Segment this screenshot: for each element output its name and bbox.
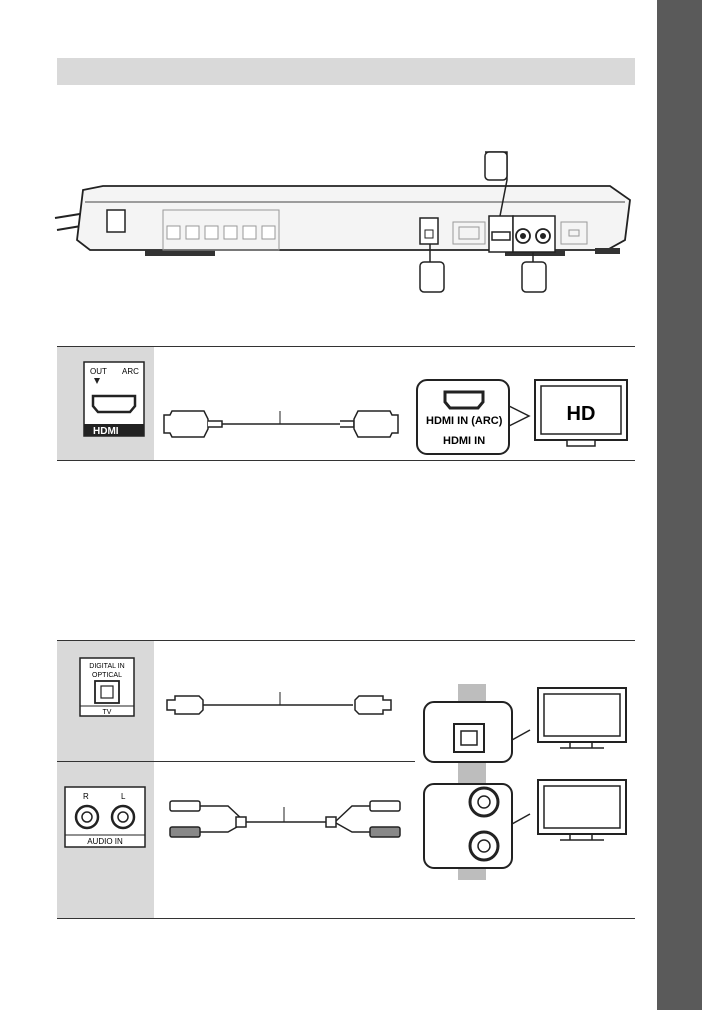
digital-optical-port-icon: DIGITAL IN OPTICAL TV: [79, 657, 135, 717]
hdmi-in-label: HDMI IN: [443, 435, 485, 447]
section-header-bar: [57, 58, 635, 85]
table-rule-bottom-2: [57, 918, 635, 919]
hdmi-cable-illustration: [163, 410, 399, 438]
svg-text:HDMI: HDMI: [93, 426, 119, 437]
table-rule-top: [57, 346, 635, 347]
optical-label: OPTICAL: [92, 672, 122, 679]
side-section-tab: [657, 0, 702, 1010]
tv-hdmi-input-panel: HDMI IN (ARC) HDMI IN HD: [416, 379, 628, 455]
table-rule-bottom: [57, 460, 635, 461]
hd-label: HD: [567, 403, 596, 425]
table-row-separator: [57, 761, 415, 762]
audio-cable-illustration: [169, 800, 401, 838]
hdmi-in-arc-label: HDMI IN (ARC): [426, 415, 503, 427]
audio-in-port-icon: R L AUDIO IN: [64, 786, 146, 848]
optical-cable-illustration: [166, 692, 392, 715]
r-label: R: [83, 792, 89, 801]
audio-in-label: AUDIO IN: [87, 837, 123, 846]
table-rule-top-2: [57, 640, 635, 641]
tv-label: TV: [103, 709, 112, 716]
l-label: L: [121, 792, 126, 801]
arc-label: ARC: [122, 367, 139, 376]
hdmi-out-port-icon: OUT ARC HDMI: [83, 361, 145, 437]
unit-rear-panel-illustration: [54, 151, 631, 293]
out-label: OUT: [90, 367, 107, 376]
tv-audio-input-panel: [423, 684, 627, 880]
digital-in-label: DIGITAL IN: [89, 663, 124, 670]
